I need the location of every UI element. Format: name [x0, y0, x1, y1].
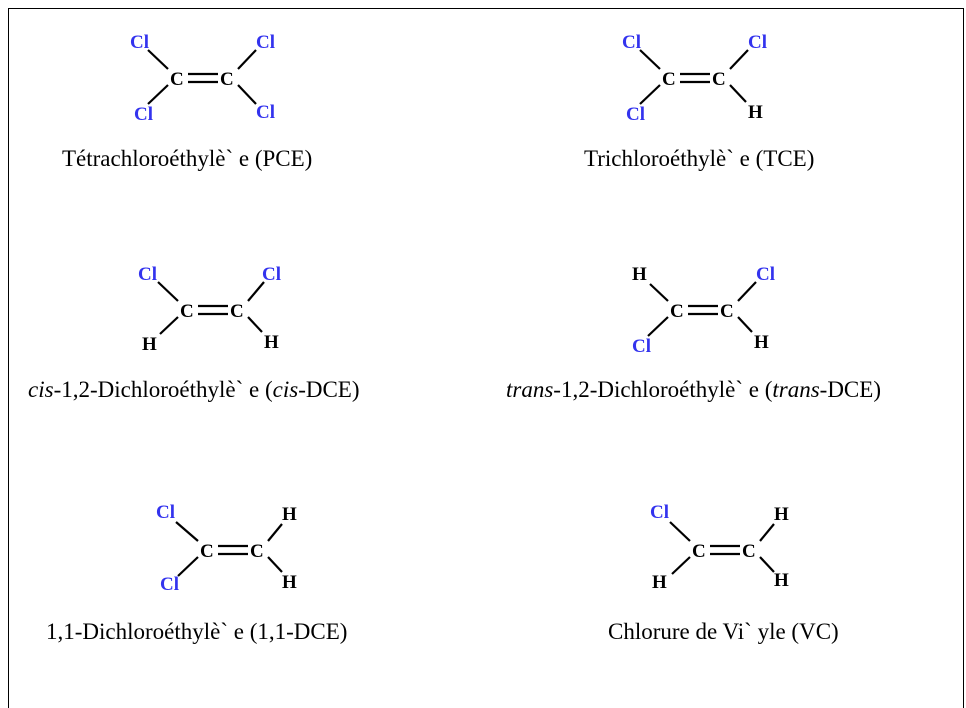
molecule-tce: Cl Cl C C Cl H	[622, 32, 767, 125]
atom-c-left: C	[180, 301, 194, 322]
molecule-pce: Cl Cl C C Cl Cl	[130, 32, 275, 125]
atom-c-right: C	[230, 301, 244, 322]
atom-ur: H	[282, 504, 297, 525]
caption-text: cis-1,2-Dichloroéthylè` e (cis-DCE)	[28, 377, 360, 402]
atom-c-right: C	[250, 541, 264, 562]
atom-ur: Cl	[748, 32, 767, 53]
caption-text: Trichloroéthylè` e (TCE)	[584, 146, 815, 171]
caption-11-dce: 1,1-Dichloroéthylè` e (1,1-DCE)	[46, 620, 347, 643]
caption-trans-dce: trans-1,2-Dichloroéthylè` e (trans-DCE)	[506, 378, 881, 401]
atom-ll: Cl	[626, 104, 645, 125]
atom-lr: H	[282, 572, 297, 593]
atom-ul: Cl	[156, 502, 175, 523]
atom-c-left: C	[200, 541, 214, 562]
molecule-vc: Cl H C C H H	[650, 502, 789, 593]
atom-lr: Cl	[256, 102, 275, 123]
atom-c-right: C	[720, 301, 734, 322]
atom-ur: Cl	[262, 264, 281, 285]
atom-c-left: C	[170, 69, 184, 90]
atom-ul: Cl	[130, 32, 149, 53]
atom-lr: H	[774, 570, 789, 591]
caption-text: Chlorure de Vi` yle (VC)	[608, 619, 839, 644]
atom-c-right: C	[742, 541, 756, 562]
molecule-cis-dce: Cl H C C Cl H	[138, 264, 281, 355]
figure-frame	[8, 8, 964, 708]
molecule-trans-dce: H Cl C C Cl H	[632, 264, 775, 357]
caption-pce: Tétrachloroéthylè` e (PCE)	[62, 147, 312, 170]
atom-lr: H	[748, 102, 763, 123]
caption-tce: Trichloroéthylè` e (TCE)	[584, 147, 814, 170]
atom-ul: Cl	[622, 32, 641, 53]
atom-c-left: C	[692, 541, 706, 562]
atom-ul: H	[632, 264, 647, 285]
atom-ur: H	[774, 504, 789, 525]
atom-lr: H	[264, 332, 279, 353]
caption-text: trans-1,2-Dichloroéthylè` e (trans-DCE)	[506, 377, 881, 402]
atom-c-left: C	[662, 69, 676, 90]
atom-c-right: C	[220, 69, 234, 90]
atom-ur: Cl	[756, 264, 775, 285]
caption-vc: Chlorure de Vi` yle (VC)	[608, 620, 839, 643]
caption-cis-dce: cis-1,2-Dichloroéthylè` e (cis-DCE)	[28, 378, 360, 401]
molecule-11-dce: Cl Cl C C H H	[156, 502, 297, 595]
atom-ll: Cl	[134, 104, 153, 125]
atom-ul: Cl	[138, 264, 157, 285]
atom-ul: Cl	[650, 502, 669, 523]
atom-ll: Cl	[160, 574, 179, 595]
atom-ll: H	[142, 334, 157, 355]
atom-ll: Cl	[632, 336, 651, 357]
atom-c-right: C	[712, 69, 726, 90]
atom-ll: H	[652, 572, 667, 593]
caption-text: 1,1-Dichloroéthylè` e (1,1-DCE)	[46, 619, 348, 644]
atom-c-left: C	[670, 301, 684, 322]
atom-lr: H	[754, 332, 769, 353]
caption-text: Tétrachloroéthylè` e (PCE)	[62, 146, 313, 171]
atom-ur: Cl	[256, 32, 275, 53]
